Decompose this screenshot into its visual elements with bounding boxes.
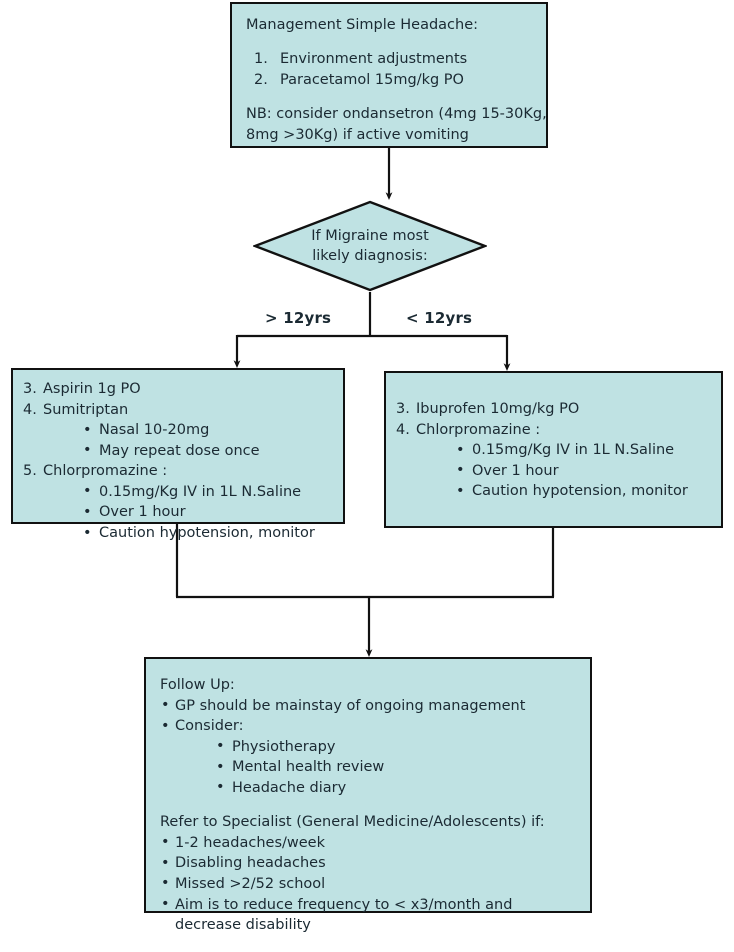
step-text: Aspirin 1g PO: [43, 381, 141, 397]
simple-headache-heading: Management Simple Headache:: [246, 17, 479, 33]
list-item: Over 1 hour: [83, 502, 333, 523]
follow-up-bullets: GP should be mainstay of ongoing managem…: [160, 695, 576, 737]
step-number: 2.: [254, 71, 268, 88]
step-number: 3.: [23, 381, 37, 397]
list-item: May repeat dose once: [83, 440, 333, 462]
treatment-step-4: 4. Sumitriptan: [23, 400, 333, 421]
node-body: Follow Up: GP should be mainstay of ongo…: [146, 659, 590, 952]
ondansetron-note-line-2: 8mg >30Kg) if active vomiting: [246, 126, 469, 143]
node-body: Management Simple Headache: 1. Environme…: [232, 4, 547, 156]
node-follow-up: Follow Up: GP should be mainstay of ongo…: [144, 657, 592, 933]
spacer: [246, 91, 532, 105]
step-number: 5.: [23, 463, 37, 480]
step-number: 1.: [254, 51, 268, 68]
list-item: 0.15mg/Kg IV in 1L N.Saline: [83, 481, 333, 503]
treatment-step-3: 3. Ibuprofen 10mg/kg PO: [396, 399, 711, 420]
list-item: 1. Environment adjustments: [246, 49, 532, 70]
branch-label-under-12yrs: < 12yrs: [406, 309, 473, 327]
list-item: Nasal 10-20mg: [83, 420, 333, 441]
referral-heading: Refer to Specialist (General Medicine/Ad…: [160, 814, 545, 831]
step-text: Chlorpromazine :: [416, 421, 541, 438]
node-migraine-decision: If Migraine most likely diagnosis:: [253, 200, 487, 292]
decision-line-2: likely diagnosis:: [312, 248, 428, 264]
node-management-simple-headache: Management Simple Headache: 1. Environme…: [230, 2, 548, 148]
step-number: 3.: [396, 401, 410, 417]
list-item: Physiotherapy: [216, 736, 576, 758]
treatment-step-4: 4. Chlorpromazine :: [396, 420, 711, 441]
step-text: Paracetamol 15mg/kg PO: [280, 71, 464, 88]
list-item: Mental health review: [216, 757, 576, 778]
step-text: Sumitriptan: [43, 401, 129, 418]
step-text: Environment adjustments: [280, 51, 468, 68]
follow-up-heading: Follow Up:: [160, 677, 235, 693]
list-item: Caution hypotension, monitor: [456, 481, 711, 502]
spacer: [160, 798, 576, 812]
step-number: 4.: [396, 421, 410, 438]
node-body: 3. Aspirin 1g PO 4. Sumitriptan Nasal 10…: [13, 370, 343, 553]
list-item: Headache diary: [216, 777, 576, 799]
treatment-step-5: 5. Chlorpromazine :: [23, 461, 333, 482]
node-under-12yrs-treatment: 3. Ibuprofen 10mg/kg PO 4. Chlorpromazin…: [384, 371, 723, 528]
chlorpromazine-details: 0.15mg/Kg IV in 1L N.Saline Over 1 hour …: [23, 481, 333, 544]
chlorpromazine-details: 0.15mg/Kg IV in 1L N.Saline Over 1 hour …: [396, 440, 711, 502]
list-item: 2. Paracetamol 15mg/kg PO: [246, 70, 532, 91]
list-item: GP should be mainstay of ongoing managem…: [160, 695, 576, 717]
simple-headache-steps: 1. Environment adjustments 2. Paracetamo…: [246, 49, 532, 90]
flowchart-canvas: Management Simple Headache: 1. Environme…: [0, 0, 734, 923]
diamond-shape: [253, 200, 487, 292]
spacer: [246, 36, 532, 50]
node-body: 3. Ibuprofen 10mg/kg PO 4. Chlorpromazin…: [386, 373, 721, 512]
list-item: Over 1 hour: [456, 460, 711, 482]
step-number: 4.: [23, 401, 37, 418]
consider-sub-bullets: Physiotherapy Mental health review Heada…: [160, 736, 576, 799]
list-item: Disabling headaches: [160, 853, 576, 874]
treatment-step-3: 3. Aspirin 1g PO: [23, 379, 333, 400]
node-over-12yrs-treatment: 3. Aspirin 1g PO 4. Sumitriptan Nasal 10…: [11, 368, 345, 543]
branch-label-over-12yrs: > 12yrs: [265, 309, 332, 327]
referral-bullets: 1-2 headaches/week Disabling headaches M…: [160, 832, 576, 936]
decision-line-1: If Migraine most: [311, 228, 429, 244]
list-item: Consider:: [160, 716, 576, 737]
step-text: Ibuprofen 10mg/kg PO: [416, 401, 580, 417]
ondansetron-note-line-1: NB: consider ondansetron (4mg 15-30Kg,: [246, 106, 547, 123]
list-item: Caution hypotension, monitor: [83, 523, 333, 544]
sumitriptan-details: Nasal 10-20mg May repeat dose once: [23, 420, 333, 461]
list-item: Missed >2/52 school: [160, 873, 576, 895]
list-item: 0.15mg/Kg IV in 1L N.Saline: [456, 440, 711, 461]
list-item: 1-2 headaches/week: [160, 832, 576, 854]
step-text: Chlorpromazine :: [43, 463, 168, 480]
diamond-text: If Migraine most likely diagnosis:: [253, 200, 487, 292]
list-item: Aim is to reduce frequency to < x3/month…: [160, 894, 576, 936]
